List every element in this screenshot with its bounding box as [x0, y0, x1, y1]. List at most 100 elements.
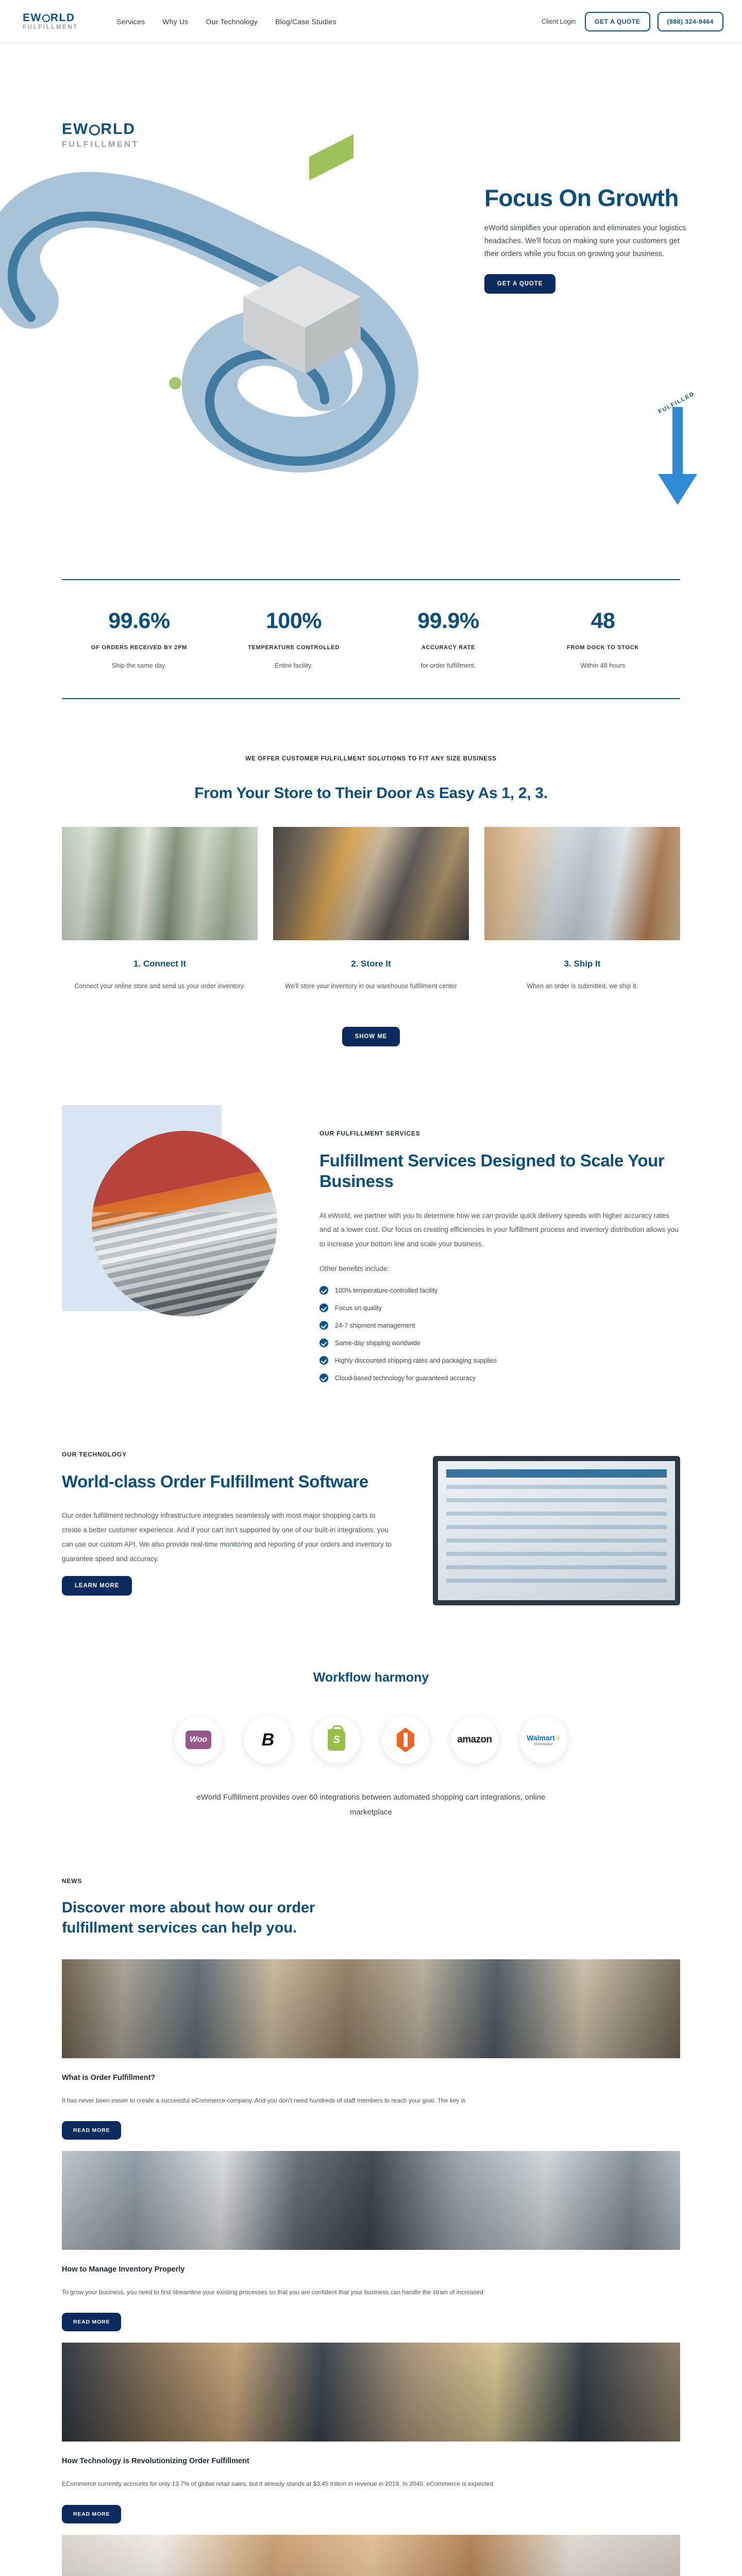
logo-circle-icon	[42, 14, 50, 22]
integrations-title: Workflow harmony	[313, 1670, 429, 1685]
hero-copy: Focus On Growth eWorld simplifies your o…	[484, 185, 690, 294]
technology-section: OUR TECHNOLOGY World-class Order Fulfill…	[0, 1422, 742, 1636]
read-more-button[interactable]: READ MORE	[62, 2504, 122, 2523]
shopify-icon: S	[328, 1725, 345, 1751]
step-title: 1. Connect It	[133, 959, 186, 969]
technology-copy: OUR TECHNOLOGY World-class Order Fulfill…	[62, 1451, 392, 1596]
hero-get-a-quote-button[interactable]: GET A QUOTE	[484, 274, 556, 294]
check-circle-icon	[319, 1321, 328, 1330]
stat-label: OF ORDERS RECEIVED BY 2PM	[91, 645, 187, 651]
post-title[interactable]: How to Manage Inventory Properly	[62, 2265, 185, 2274]
integrations-description: eWorld Fulfillment provides over 60 inte…	[196, 1793, 546, 1817]
post-image[interactable]	[62, 2534, 680, 2576]
services-benefits-list: 100% temperature-controlled facility Foc…	[319, 1286, 680, 1383]
site-logo[interactable]: EW RLD FULFILLMENT	[23, 12, 89, 31]
news-post: How to Manage Inventory Properly To grow…	[62, 2150, 680, 2332]
stat-sub: for order fulfillment.	[420, 662, 476, 670]
check-circle-icon	[319, 1356, 328, 1365]
logo-text-pre: EW	[23, 11, 42, 24]
benefit-item: Focus on quality	[319, 1303, 680, 1313]
nav-item-blog-case-studies[interactable]: Blog/Case Studies	[275, 17, 336, 26]
post-title[interactable]: What is Order Fulfillment?	[62, 2073, 156, 2082]
dashboard-screen-image	[433, 1456, 680, 1606]
integration-logo-amazon[interactable]: amazon	[451, 1716, 498, 1764]
stat-label: ACCURACY RATE	[421, 645, 476, 651]
read-more-button[interactable]: READ MORE	[62, 2121, 122, 2140]
walmart-spark-icon: ✳	[554, 1734, 561, 1742]
check-circle-icon	[319, 1338, 328, 1348]
stat-item: 48 FROM DOCK TO STOCK Within 48 hours	[526, 608, 680, 669]
phone-button[interactable]: (888) 324-9464	[657, 11, 723, 31]
post-image[interactable]	[62, 2150, 680, 2250]
stat-sub: Entire facility.	[275, 662, 313, 670]
magento-icon	[397, 1727, 414, 1753]
post-title[interactable]: How Technology is Revolutionizing Order …	[62, 2457, 249, 2466]
hero-title: Focus On Growth	[484, 184, 679, 211]
down-arrow-icon	[658, 407, 697, 505]
stats-section: 99.6% OF ORDERS RECEIVED BY 2PM Ship the…	[0, 574, 742, 729]
hero-logo-subtext: FULFILLMENT	[62, 140, 139, 149]
read-more-button[interactable]: READ MORE	[62, 2313, 122, 2332]
conveyor-roller-image	[92, 1131, 277, 1317]
services-eyebrow: OUR FULFILLMENT SERVICES	[319, 1130, 420, 1138]
nav-item-why-us[interactable]: Why Us	[162, 17, 189, 26]
show-me-button[interactable]: SHOW ME	[342, 1027, 400, 1047]
check-circle-icon	[319, 1286, 328, 1295]
nav-item-services[interactable]: Services	[116, 17, 145, 26]
client-login-link[interactable]: Client Login	[542, 18, 576, 25]
integration-logo-magento[interactable]	[382, 1716, 429, 1764]
stats-divider-bottom	[62, 698, 680, 700]
hero-logo: EW RLD FULFILLMENT	[62, 121, 139, 149]
step-image-ship	[484, 827, 680, 941]
stat-value: 48	[591, 608, 615, 633]
post-excerpt: To grow your business, you need to first…	[62, 2288, 483, 2296]
integration-logo-shopify[interactable]: S	[313, 1716, 360, 1764]
hero-arrow-badge: FULFILLED	[643, 391, 710, 513]
benefit-label: Cloud-based technology for guaranteed ac…	[335, 1374, 476, 1382]
nav-item-our-technology[interactable]: Our Technology	[206, 17, 258, 26]
benefit-label: 100% temperature-controlled facility	[335, 1286, 438, 1294]
stat-label: TEMPERATURE CONTROLLED	[248, 645, 340, 651]
benefit-item: Highly discounted shipping rates and pac…	[319, 1356, 680, 1365]
integration-logo-walmart[interactable]: Walmart✳ Marketplace	[520, 1716, 567, 1764]
logo-text-post: RLD	[50, 11, 75, 24]
logo-subtext: FULFILLMENT	[23, 24, 78, 30]
step-card: 2. Store It We'll store your inventory i…	[273, 827, 469, 993]
step-image-connect	[62, 827, 258, 941]
learn-more-button[interactable]: LEARN MORE	[62, 1576, 132, 1596]
post-image[interactable]	[62, 2343, 680, 2442]
walmart-wordmark: Walmart	[527, 1734, 555, 1742]
hero-warehouse-box	[243, 134, 361, 374]
services-title: Fulfillment Services Designed to Scale Y…	[319, 1151, 665, 1191]
hero-logo-circle-icon	[89, 124, 100, 135]
stat-item: 99.9% ACCURACY RATE for order fulfillmen…	[371, 608, 526, 670]
step-title: 2. Store It	[351, 959, 391, 969]
news-post: What is Order Fulfillment? It has never …	[62, 1959, 680, 2140]
services-section: OUR FULFILLMENT SERVICES Fulfillment Ser…	[0, 1084, 742, 1422]
benefit-label: Focus on quality	[335, 1304, 382, 1312]
integration-logo-woocommerce[interactable]: Woo	[175, 1716, 222, 1764]
benefit-item: Same-day shipping worldwide	[319, 1338, 680, 1348]
stat-label: FROM DOCK TO STOCK	[567, 645, 639, 651]
stat-value: 99.6%	[108, 608, 170, 633]
post-image[interactable]	[62, 1959, 680, 2058]
technology-eyebrow: OUR TECHNOLOGY	[62, 1451, 127, 1459]
news-section: NEWS Discover more about how our order f…	[0, 1850, 742, 2576]
hero-section: EW RLD FULFILLMENT Focus On Growth eWorl…	[0, 43, 742, 574]
stats-divider-top	[62, 579, 680, 580]
integration-logos-row: Woo B S amazon Walmart✳ Marketplace	[0, 1716, 742, 1764]
integration-logo-bigcommerce[interactable]: B	[244, 1716, 291, 1764]
get-a-quote-button[interactable]: GET A QUOTE	[585, 11, 650, 31]
technology-body: Our order fulfillment technology infrast…	[62, 1512, 392, 1563]
hero-logo-text-pre: EW	[62, 121, 89, 138]
amazon-icon: amazon	[457, 1734, 492, 1745]
benefit-label: 24-7 shipment management	[335, 1321, 415, 1329]
news-post: How Technology is Revolutionizing Order …	[62, 2343, 680, 2523]
check-circle-icon	[319, 1374, 328, 1383]
step-text: We'll store your inventory in our wareho…	[285, 982, 457, 990]
news-title: Discover more about how our order fulfil…	[62, 1900, 315, 1937]
walmart-icon: Walmart✳ Marketplace	[527, 1734, 561, 1746]
amazon-wordmark: amazon	[457, 1734, 492, 1745]
logo-wordmark: EW RLD	[23, 12, 89, 23]
hero-conveyor-illustration	[0, 134, 418, 473]
